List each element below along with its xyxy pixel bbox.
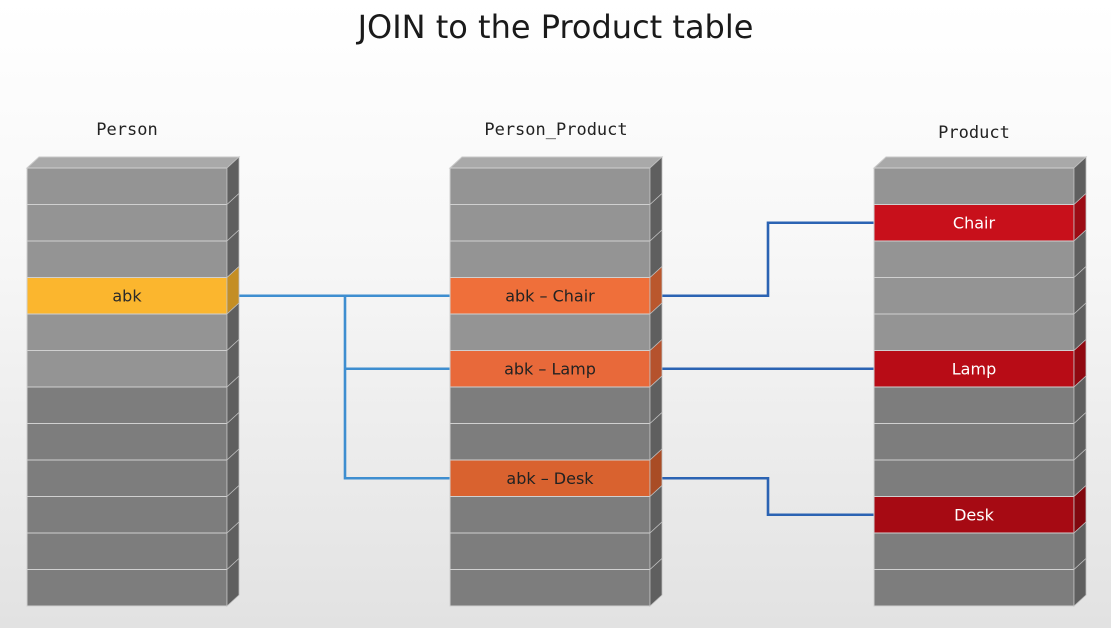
product-top-face (872, 156, 1088, 169)
product-row (873, 277, 1075, 315)
person-product-row (449, 423, 651, 461)
person-product-row (449, 569, 651, 607)
person-product-table-label: Person_Product (484, 120, 628, 140)
product-row-label: Chair (953, 213, 996, 232)
person-row (26, 423, 228, 461)
product-row (873, 167, 1075, 205)
person-row (26, 350, 228, 388)
person-product-highlight-row (449, 350, 651, 388)
person-row (26, 532, 228, 570)
person-product-row-label: abk – Chair (505, 286, 595, 305)
person-product-highlight-row (449, 277, 651, 315)
person-product-row (449, 496, 651, 534)
connectors (239, 221, 874, 517)
product-highlight-row (873, 350, 1075, 388)
person-product-row-side (649, 557, 663, 607)
page-title: JOIN to the Product table (357, 8, 754, 46)
person-table-label: Person (96, 120, 158, 140)
connector-desk-to-product (662, 476, 874, 517)
product-row (873, 532, 1075, 570)
person-product-row (449, 532, 651, 570)
product-row (873, 423, 1075, 461)
product-row (873, 459, 1075, 497)
connector-chair-to-product (662, 221, 874, 298)
person-product-row (449, 204, 651, 242)
product-row-side (1073, 557, 1087, 607)
product-row (873, 313, 1075, 351)
person-row (26, 496, 228, 534)
person-row (26, 569, 228, 607)
person-table: abk (25, 156, 241, 607)
person-top-face (25, 156, 241, 169)
person-row (26, 459, 228, 497)
person-product-row (449, 167, 651, 205)
person-row (26, 240, 228, 278)
person-product-row-label: abk – Desk (506, 469, 594, 488)
tables-layer: abk abk – Chair abk – Lamp abk – Desk ChairL… (25, 156, 1088, 607)
product-row-label: Desk (954, 505, 995, 524)
person-product-row (449, 313, 651, 351)
person-row (26, 386, 228, 424)
person-row (26, 313, 228, 351)
product-row (873, 569, 1075, 607)
person-product-row (449, 386, 651, 424)
product-row (873, 240, 1075, 278)
product-row-label: Lamp (952, 359, 996, 378)
person-row-side (226, 557, 240, 607)
person-row-label: abk (112, 286, 142, 305)
person-product-row (449, 240, 651, 278)
person-row (26, 204, 228, 242)
person-product-table: abk – Chair abk – Lamp abk – Desk (448, 156, 664, 607)
product-table-label: Product (938, 123, 1010, 143)
person-product-highlight-row (449, 459, 651, 497)
person-row (26, 167, 228, 205)
person-product-row-label: abk – Lamp (504, 359, 596, 378)
connector-person-to-desk (343, 295, 450, 480)
product-row (873, 386, 1075, 424)
person-product-top-face (448, 156, 664, 169)
